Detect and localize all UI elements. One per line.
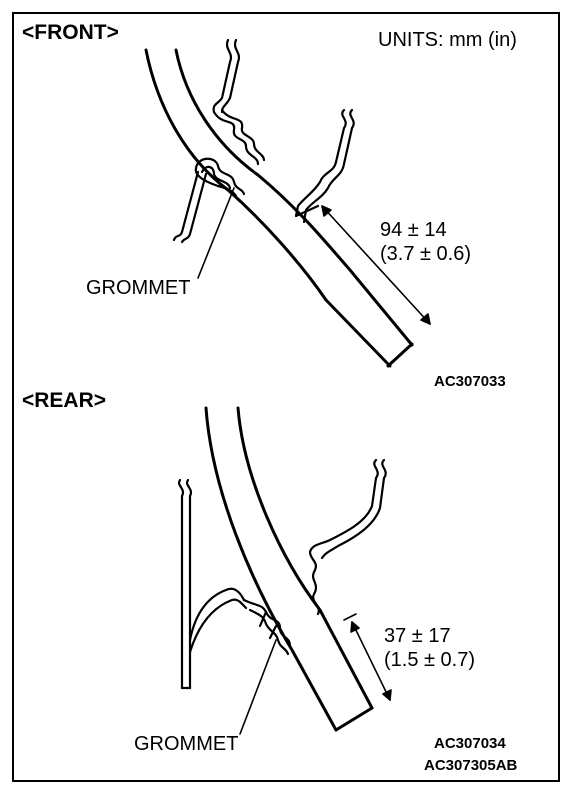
front-dimension-line — [321, 205, 431, 325]
front-upper-bracket — [212, 38, 266, 166]
rear-dimension-mm: 37 ± 17 — [384, 625, 451, 647]
rear-section-title: <REAR> — [22, 389, 107, 412]
rear-right-bracket — [308, 458, 387, 616]
front-hose — [144, 48, 414, 368]
front-lower-bracket — [172, 170, 208, 244]
rear-figure-code: AC307034 — [434, 735, 506, 752]
front-grommet-leader — [197, 187, 235, 279]
front-dimension-mm: 94 ± 14 — [380, 219, 447, 241]
figure-code: AC307305AB — [424, 757, 518, 774]
rear-hose — [204, 406, 374, 732]
rear-left-bracket — [178, 478, 248, 690]
rear-grommet-leader — [239, 639, 277, 735]
front-section-title: <FRONT> — [22, 21, 119, 44]
rear-grommet — [242, 598, 292, 656]
front-grommet — [194, 157, 246, 198]
front-grommet-label: GROMMET — [86, 277, 191, 299]
units-label: UNITS: mm (in) — [378, 29, 517, 51]
rear-dimension-line — [343, 613, 392, 701]
front-right-bracket — [294, 108, 355, 224]
rear-grommet-label: GROMMET — [134, 733, 239, 755]
front-dimension-in: (3.7 ± 0.6) — [380, 243, 472, 265]
front-figure-code: AC307033 — [434, 373, 506, 390]
rear-dimension-in: (1.5 ± 0.7) — [384, 649, 476, 671]
diagram-frame — [12, 12, 560, 782]
